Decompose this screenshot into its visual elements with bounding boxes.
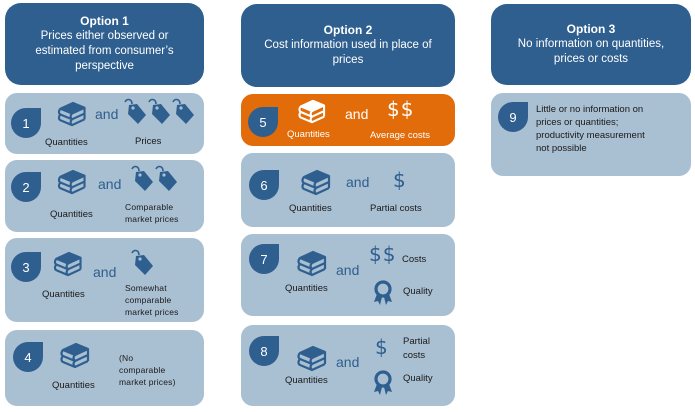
quantities-label: Quantities xyxy=(45,137,88,148)
option-2-title: Option 2 xyxy=(323,23,373,37)
number-badge: 5 xyxy=(248,107,278,137)
description-line: not possible xyxy=(536,143,587,154)
number-badge: 6 xyxy=(249,170,279,200)
option-box-4: 4 Quantities (No comparable market price… xyxy=(5,330,204,406)
somewhat-comparable-label: comparable xyxy=(125,295,172,305)
quantities-label: Quantities xyxy=(50,209,93,220)
and-label: and xyxy=(98,176,122,192)
quantities-label: Quantities xyxy=(42,289,85,300)
option-3-title: Option 3 xyxy=(566,22,616,36)
dollars-icon: $$ xyxy=(387,97,415,121)
ribbon-award-icon xyxy=(373,370,393,396)
description-line: prices or quantities; xyxy=(536,117,619,128)
description-line: productivity measurement xyxy=(536,130,645,141)
quantities-label: Quantities xyxy=(285,283,328,294)
option-2-line: Cost information used in place of xyxy=(264,39,432,51)
partial-costs-label: costs xyxy=(403,350,426,361)
and-label: and xyxy=(345,106,369,122)
option-box-5: 5 and $$ Quantities Average costs xyxy=(241,94,455,146)
books-icon xyxy=(60,342,90,370)
option-1-line: perspective xyxy=(75,60,134,72)
option-1-line: Prices either observed or xyxy=(40,30,169,42)
option-box-1: 1 and Quantities Prices xyxy=(5,93,204,154)
option-3-header: Option 3 No information on quantities, p… xyxy=(491,4,691,85)
number-badge: 1 xyxy=(11,108,41,138)
dollars-icon: $$ xyxy=(369,242,397,266)
option-1-title: Option 1 xyxy=(80,14,129,28)
number-badge: 2 xyxy=(11,172,41,202)
books-icon xyxy=(301,169,331,197)
quality-label: Quality xyxy=(403,286,433,297)
and-label: and xyxy=(346,174,370,190)
and-label: and xyxy=(336,262,360,278)
somewhat-comparable-label: Somewhat xyxy=(125,283,167,293)
number-badge: 3 xyxy=(11,252,41,282)
books-icon xyxy=(297,250,327,278)
no-comparable-label: comparable xyxy=(119,365,166,375)
and-label: and xyxy=(336,354,360,370)
option-box-8: 8 and $ Partial costs Quality Quantities xyxy=(241,325,455,406)
quantities-label: Quantities xyxy=(289,203,332,214)
option-box-7: 7 and $$ Costs Quality Quantities xyxy=(241,234,455,316)
price-tag-icon xyxy=(154,165,178,193)
quantities-label: Quantities xyxy=(287,129,330,140)
quality-label: Quality xyxy=(403,373,433,384)
dollar-icon: $ xyxy=(393,168,407,192)
number-badge: 9 xyxy=(498,102,528,132)
dollar-icon: $ xyxy=(375,335,389,359)
number-badge: 8 xyxy=(249,336,279,366)
price-tag-icon xyxy=(130,248,154,278)
ribbon-award-icon xyxy=(373,280,393,306)
somewhat-comparable-label: market prices xyxy=(125,307,179,317)
option-2-line: prices xyxy=(332,54,364,66)
quantities-label: Quantities xyxy=(285,375,328,386)
books-icon xyxy=(298,99,326,125)
books-icon xyxy=(57,101,87,128)
prices-label: Prices xyxy=(135,136,162,147)
description-line: Little or no information on xyxy=(536,104,644,115)
comparable-label: Comparable xyxy=(125,202,174,212)
quantities-label: Quantities xyxy=(52,380,95,391)
option-box-9: 9 Little or no information on prices or … xyxy=(491,93,691,176)
price-tag-icon xyxy=(147,98,171,126)
and-label: and xyxy=(93,264,117,280)
costs-label: Costs xyxy=(402,254,427,265)
partial-costs-label: Partial xyxy=(403,336,430,347)
option-1-header: Option 1 Prices either observed or estim… xyxy=(5,3,204,85)
option-3-line: No information on quantities, xyxy=(517,38,665,50)
and-label: and xyxy=(95,106,119,122)
books-icon xyxy=(57,169,87,196)
books-icon xyxy=(297,345,327,373)
option-3-line: prices or costs xyxy=(553,53,629,65)
comparable-label: market prices xyxy=(125,214,179,224)
no-comparable-label: market prices) xyxy=(119,377,176,387)
partial-costs-label: Partial costs xyxy=(370,203,422,214)
no-comparable-label: (No xyxy=(119,353,134,363)
number-badge: 7 xyxy=(249,244,279,274)
average-costs-label: Average costs xyxy=(370,130,431,141)
price-tag-icon xyxy=(171,98,195,126)
option-box-2: 2 and Quantities Comparable market price… xyxy=(5,160,204,232)
number-badge: 4 xyxy=(13,342,43,372)
price-tag-icon xyxy=(123,98,147,126)
option-1-line: estimated from consumer’s xyxy=(35,45,174,57)
price-tag-icon xyxy=(130,165,154,193)
books-icon xyxy=(53,251,83,278)
option-box-3: 3 and Quantities Somewhat comparable mar… xyxy=(5,238,204,322)
option-2-header: Option 2 Cost information used in place … xyxy=(241,4,455,87)
option-box-6: 6 and $ Quantities Partial costs xyxy=(241,153,455,227)
